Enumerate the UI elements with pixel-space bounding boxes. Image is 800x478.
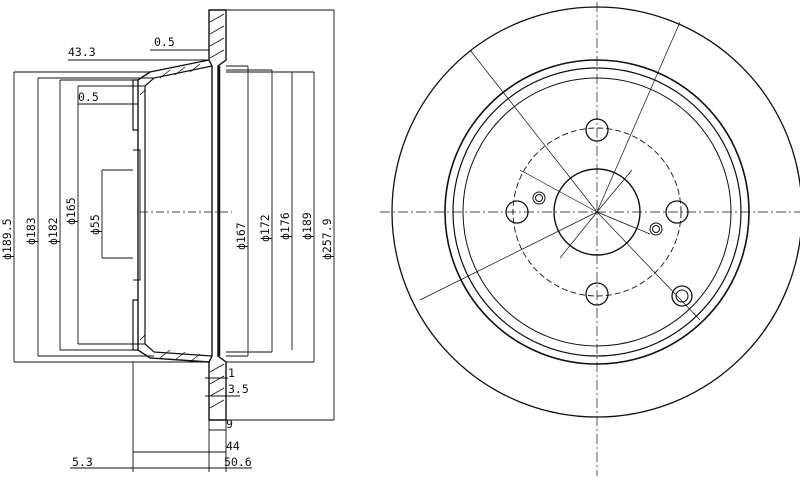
label-0-5-inner: 0.5: [78, 90, 99, 104]
label-44: 44: [226, 439, 240, 453]
dimension-labels: ϕ189.5 ϕ183 ϕ182 ϕ165 ϕ55 ϕ167 ϕ172 ϕ176…: [0, 35, 334, 469]
label-d189-5: ϕ189.5: [0, 218, 14, 260]
bolt-hole-bottom: [585, 282, 609, 306]
label-d257-9: ϕ257.9: [320, 218, 334, 260]
label-d167: ϕ167: [234, 222, 248, 250]
label-3-5: 3.5: [228, 382, 249, 396]
label-1: 1: [228, 366, 235, 380]
diameter-dimension-lines: [13, 9, 335, 421]
label-d55: ϕ55: [88, 214, 102, 235]
label-0-5-top: 0.5: [154, 35, 175, 49]
label-d189: ϕ189: [300, 212, 314, 240]
label-50-6: 50.6: [224, 455, 252, 469]
section-hatching: [139, 13, 225, 409]
section-profile: [132, 9, 227, 421]
label-d172: ϕ172: [258, 214, 272, 242]
label-d165: ϕ165: [64, 197, 78, 225]
label-43-3: 43.3: [68, 45, 96, 59]
label-9: 9: [226, 417, 233, 431]
label-5-3: 5.3: [72, 455, 93, 469]
pin-hole-right: [649, 222, 663, 236]
label-d176: ϕ176: [278, 212, 292, 240]
pin-hole-upper: [532, 191, 546, 205]
front-view: [380, 2, 800, 476]
label-d183: ϕ183: [24, 217, 38, 245]
width-dimension-lines: [68, 49, 252, 472]
thread-hole: [671, 285, 693, 307]
label-d182: ϕ182: [46, 217, 60, 245]
